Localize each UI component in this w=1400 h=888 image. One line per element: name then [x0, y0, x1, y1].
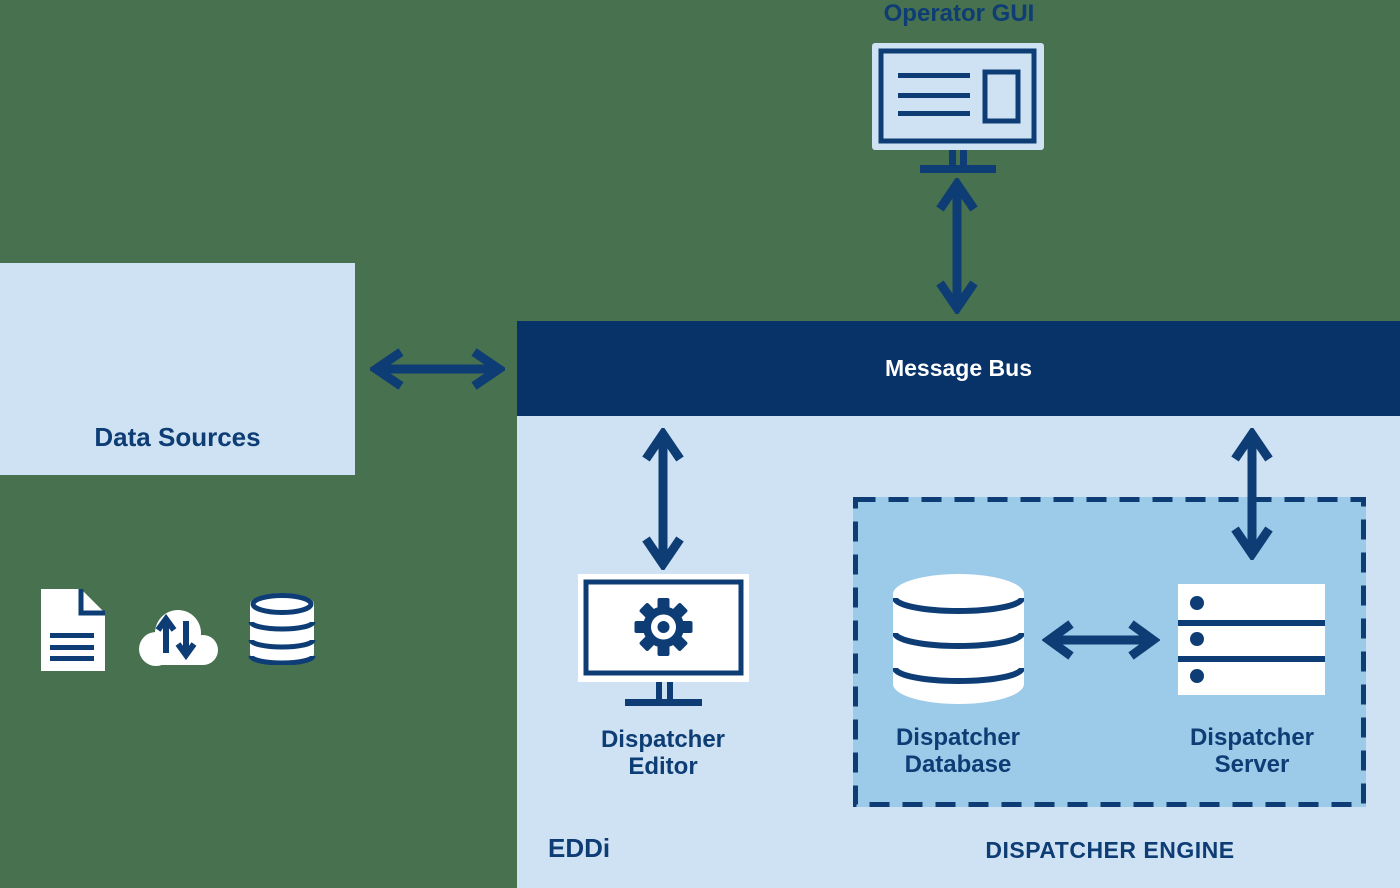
data-sources-label: Data Sources [94, 422, 261, 452]
message-bus-bar: Message Bus [517, 321, 1400, 416]
arrow-operatorgui-messagebus [936, 178, 978, 314]
dispatcher-engine-box: Dispatcher Database Dispatcher Server [853, 497, 1366, 807]
gear-icon [634, 598, 693, 656]
dashed-border [853, 497, 1366, 807]
message-bus-label: Message Bus [884, 355, 1032, 381]
document-icon [41, 589, 105, 671]
operator-gui-label: Operator GUI [883, 0, 1035, 27]
eddi-label: EDDi [548, 833, 611, 863]
eddi-container: Dispatcher Database Dispatcher Server [517, 416, 1400, 888]
server-rack-icon [1178, 584, 1325, 695]
arrow-database-server [1042, 620, 1160, 660]
arrow-messagebus-server [1231, 428, 1273, 560]
monitor-screen-icon [872, 43, 1044, 173]
arrow-messagebus-editor [642, 428, 684, 570]
dispatcher-server-label: Dispatcher Server [1189, 724, 1315, 778]
data-sources-box: Data Sources [0, 263, 355, 671]
database-icon [248, 593, 316, 665]
dispatcher-engine-label: DISPATCHER ENGINE [985, 837, 1235, 863]
dispatcher-editor-label: Dispatcher Editor [600, 726, 726, 780]
arrow-datasources-messagebus [370, 348, 505, 390]
monitor-gear-icon [578, 574, 749, 706]
dispatcher-database-label: Dispatcher Database [895, 724, 1021, 778]
database-cylinder-icon [893, 574, 1024, 704]
cloud-sync-icon [139, 610, 218, 666]
